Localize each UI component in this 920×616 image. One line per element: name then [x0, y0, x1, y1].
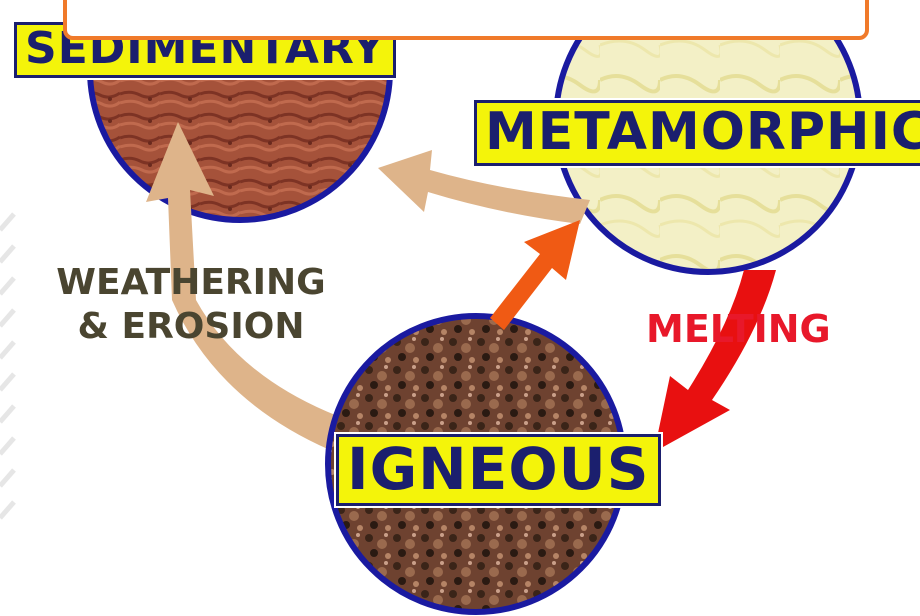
igneous-label: IGNEOUS: [336, 434, 661, 506]
background-stripes: [0, 214, 14, 518]
weathering-erosion-label-line2: & EROSION: [46, 306, 336, 347]
metamorphic-label: METAMORPHIC: [474, 100, 920, 166]
melting-label: MELTING: [646, 308, 831, 352]
weathering-erosion-label-line1: WEATHERING: [46, 262, 336, 303]
orange-arrow-igneous-to-metamorphic: [490, 220, 580, 330]
red-arrow-melting: [654, 270, 776, 452]
title-box: [63, 0, 869, 40]
